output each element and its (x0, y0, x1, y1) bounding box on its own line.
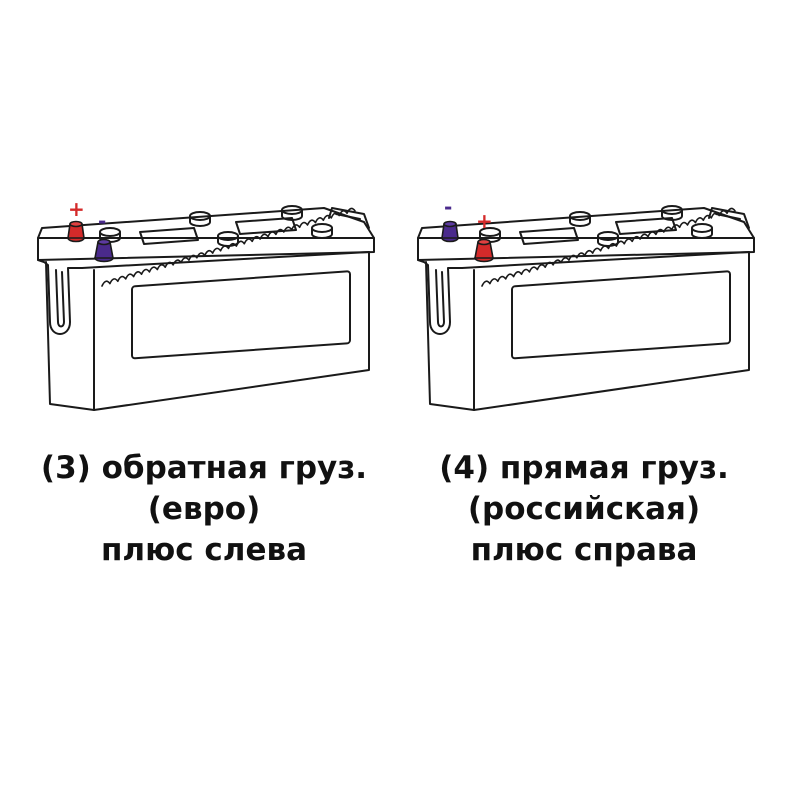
caption-line-3: плюс справа (470, 532, 698, 568)
battery-caps (99, 205, 333, 247)
positive-terminal (474, 238, 494, 263)
positive-terminal (67, 220, 85, 243)
battery-caption-euro: (3) обратная груз. (евро) плюс слева (24, 448, 384, 571)
caption-line-2: (российская) (467, 491, 701, 527)
battery-scallops (101, 207, 356, 287)
battery-label-panel (131, 270, 351, 360)
vent-slot-1 (519, 227, 579, 245)
battery-lid-step (81, 251, 370, 269)
caption-line-1: (4) прямая груз. (439, 450, 729, 486)
battery-label-panel (511, 270, 731, 360)
vent-slot-2 (235, 217, 297, 235)
handle-left-inner (435, 269, 445, 328)
battery-lid-top (417, 207, 755, 239)
handle-left (417, 259, 463, 335)
battery-lid-step (461, 251, 750, 269)
battery-euro-illustration: + - (37, 197, 375, 411)
battery-lid-band (37, 237, 375, 261)
plus-sign: + (476, 209, 493, 233)
minus-sign: - (98, 209, 106, 233)
caption-line-1: (3) обратная груз. (40, 450, 368, 486)
caption-line-2: (евро) (147, 491, 261, 527)
battery-panel-russian: - + (4) прямая груз. (российская) плюс с… (404, 190, 764, 590)
vent-slot-1 (139, 227, 199, 245)
caption-line-3: плюс слева (100, 532, 308, 568)
negative-terminal (441, 220, 459, 243)
battery-lid-top (37, 207, 375, 239)
plus-sign: + (68, 197, 85, 221)
battery-panel-euro: + - (3) обратная груз. (евро) плюс слева (24, 190, 384, 590)
handle-left-inner (55, 269, 65, 328)
handle-left (37, 259, 83, 335)
battery-lid-band (417, 237, 755, 261)
battery-russian-illustration: - + (417, 195, 755, 411)
battery-caption-russian: (4) прямая груз. (российская) плюс справ… (404, 448, 764, 571)
minus-sign: - (444, 195, 452, 219)
vent-slot-2 (615, 217, 677, 235)
battery-scallops (481, 207, 736, 287)
negative-terminal (94, 238, 114, 263)
